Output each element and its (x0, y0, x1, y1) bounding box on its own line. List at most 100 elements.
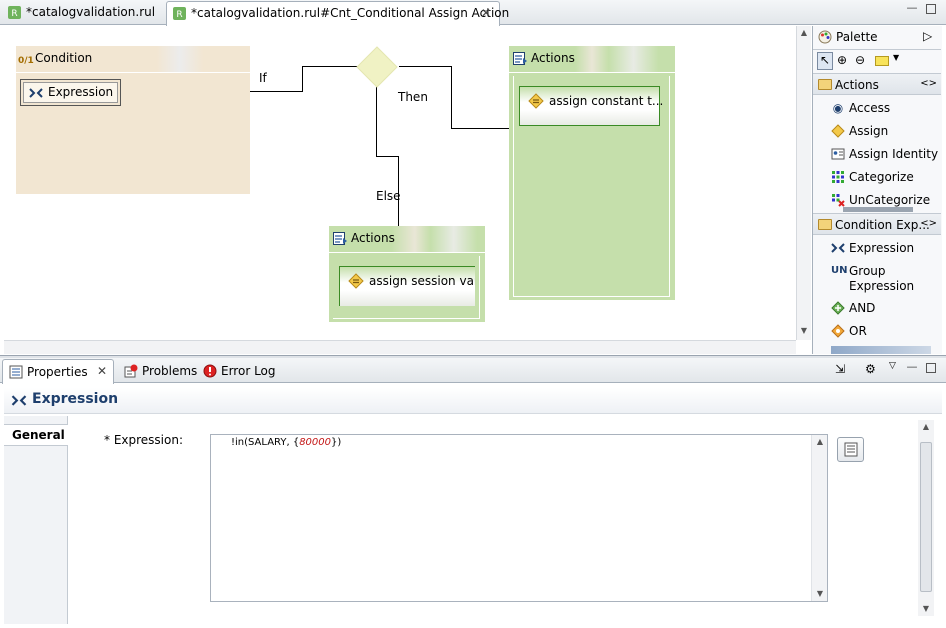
assign-constant-item[interactable]: assign constant t... (519, 86, 664, 126)
expression-scrollbar[interactable]: ▲ ▼ (811, 435, 827, 601)
canvas-horizontal-scrollbar[interactable] (4, 340, 796, 354)
palette-item-categorize[interactable]: Categorize (813, 166, 941, 188)
condition-node[interactable]: 0/1 Condition Expression (16, 46, 250, 194)
palette-scroll-indicator (843, 207, 913, 212)
scroll-up-icon[interactable]: ▲ (816, 437, 824, 446)
eye-icon: ◉ (832, 101, 844, 115)
wire-then-v (451, 66, 452, 128)
palette-group-condition-expressions[interactable]: Condition Exp... <> (813, 213, 941, 235)
folder-icon (818, 219, 832, 230)
scroll-down-icon[interactable]: ▼ (922, 604, 930, 613)
close-icon[interactable]: ✕ (96, 364, 107, 378)
maximize-icon[interactable] (926, 4, 936, 14)
problems-icon (124, 364, 138, 378)
palette-item-and[interactable]: AND (813, 297, 941, 319)
pin-icon[interactable]: ⇲ (835, 362, 846, 376)
settings-icon[interactable]: ⚙ (865, 362, 876, 376)
palette-item-expression[interactable]: Expression (813, 237, 941, 259)
canvas-vertical-scrollbar[interactable]: ▲ ▼ (796, 26, 811, 340)
assign-icon (831, 124, 845, 138)
editor-tab-catalogvalidation[interactable]: R *catalogvalidation.rul (2, 1, 166, 25)
palette-title: Palette (836, 30, 878, 44)
palette-group-label: Condition Exp... (835, 218, 930, 232)
tab-properties[interactable]: Properties ✕ (2, 359, 114, 384)
editor-tab-label: *catalogvalidation.rul (26, 5, 156, 19)
decision-diamond[interactable] (355, 45, 399, 89)
view-tab-bar: Properties ✕ Problems Error Log ⇲ ⚙ ▽ — (0, 358, 946, 384)
minimize-icon[interactable]: — (906, 360, 918, 373)
identity-icon (831, 148, 845, 160)
expression-icon (11, 395, 27, 406)
wire-if-top (302, 66, 358, 67)
expression-field-label: * Expression: (104, 433, 183, 447)
minimize-icon[interactable]: — (906, 1, 918, 14)
wire-else-h (376, 156, 398, 157)
palette-item-label: Assign (849, 124, 889, 138)
zoom-in-icon[interactable]: ⊕ (837, 53, 848, 67)
palette-item-group-expression[interactable]: UN Group Expression (813, 260, 925, 294)
palette-scroll-indicator (831, 346, 931, 354)
editor-tab-label: *catalogvalidation.rul#Cnt_Conditional A… (191, 6, 510, 20)
wire-if-up (302, 66, 303, 92)
expression-builder-button[interactable] (837, 437, 864, 462)
palette-item-assign[interactable]: Assign (813, 120, 941, 142)
palette-item-access[interactable]: ◉ Access (813, 97, 941, 119)
wire-then-h (399, 66, 451, 67)
scroll-up-icon[interactable]: ▲ (922, 422, 930, 431)
palette-item-assign-identity[interactable]: Assign Identity (813, 143, 941, 165)
tab-label: Error Log (221, 364, 276, 378)
assign-session-item[interactable]: assign session var (339, 266, 475, 306)
assign-constant-label: assign constant t... (549, 94, 664, 108)
svg-text:R: R (11, 9, 17, 19)
document-icon (844, 442, 858, 457)
side-tab-general[interactable]: General (4, 424, 68, 446)
rule-file-icon: R (173, 7, 186, 20)
maximize-icon[interactable] (926, 363, 936, 373)
properties-side-tabs: General (4, 416, 68, 624)
scroll-down-icon[interactable]: ▼ (816, 589, 824, 598)
palette-collapse-icon[interactable]: ▷ (923, 29, 933, 43)
wire-else-v2 (398, 156, 399, 226)
tab-problems[interactable]: Problems (118, 359, 197, 383)
palette-group-label: Actions (835, 78, 879, 92)
actions-node-then[interactable]: Actions assign constant t... (509, 46, 675, 300)
properties-scrollbar[interactable]: ▲ ▼ (918, 420, 934, 616)
uncategorize-icon (832, 194, 845, 207)
palette-item-label: Group Expression (849, 264, 915, 293)
expression-prefix: !in(SALARY, { (231, 437, 300, 448)
zoom-out-icon[interactable]: ⊖ (855, 53, 866, 67)
svg-text:0/1: 0/1 (18, 56, 34, 65)
properties-header: Expression (4, 388, 942, 414)
actions-node-else[interactable]: Actions assign session var (329, 226, 485, 322)
dropdown-icon[interactable]: ▼ (893, 53, 900, 62)
view-menu-icon[interactable]: ▽ (889, 361, 896, 371)
expression-editor[interactable]: !in(SALARY, {80000}) ▲ ▼ (210, 434, 828, 602)
palette: Palette ▷ ↖ ⊕ ⊖ ▼ Actions <> ◉ Access As… (812, 26, 942, 354)
tab-error-log[interactable]: Error Log (197, 359, 276, 383)
editor-tab-conditional-assign[interactable]: R *catalogvalidation.rul#Cnt_Conditional… (166, 1, 509, 26)
expression-text[interactable]: !in(SALARY, {80000}) (231, 437, 341, 448)
palette-toolbar: ↖ ⊕ ⊖ ▼ (813, 49, 941, 71)
or-icon (831, 324, 845, 338)
palette-item-label: Categorize (849, 170, 914, 184)
expression-number: 80000 (299, 437, 331, 448)
rule-file-icon: R (8, 6, 21, 19)
scroll-down-icon[interactable]: ▼ (800, 326, 808, 335)
palette-item-label: UnCategorize (849, 193, 931, 207)
collapse-icon[interactable]: <> (920, 218, 937, 229)
actions-title: Actions (531, 51, 575, 65)
error-log-icon (203, 364, 217, 378)
expression-chip[interactable]: Expression (20, 79, 121, 106)
select-tool-icon[interactable]: ↖ (817, 52, 833, 70)
palette-item-uncategorize[interactable]: UnCategorize (813, 189, 941, 211)
palette-item-or[interactable]: OR (813, 320, 941, 342)
diagram-canvas[interactable]: 0/1 Condition Expression If Then Else (4, 26, 794, 340)
palette-icon (818, 30, 832, 44)
note-icon[interactable] (875, 56, 889, 66)
collapse-icon[interactable]: <> (920, 78, 937, 89)
scroll-thumb[interactable] (920, 442, 932, 592)
scroll-up-icon[interactable]: ▲ (800, 28, 808, 37)
palette-group-actions[interactable]: Actions <> (813, 73, 941, 95)
close-icon[interactable]: ✕ (480, 6, 491, 20)
branch-label-then: Then (398, 90, 428, 104)
